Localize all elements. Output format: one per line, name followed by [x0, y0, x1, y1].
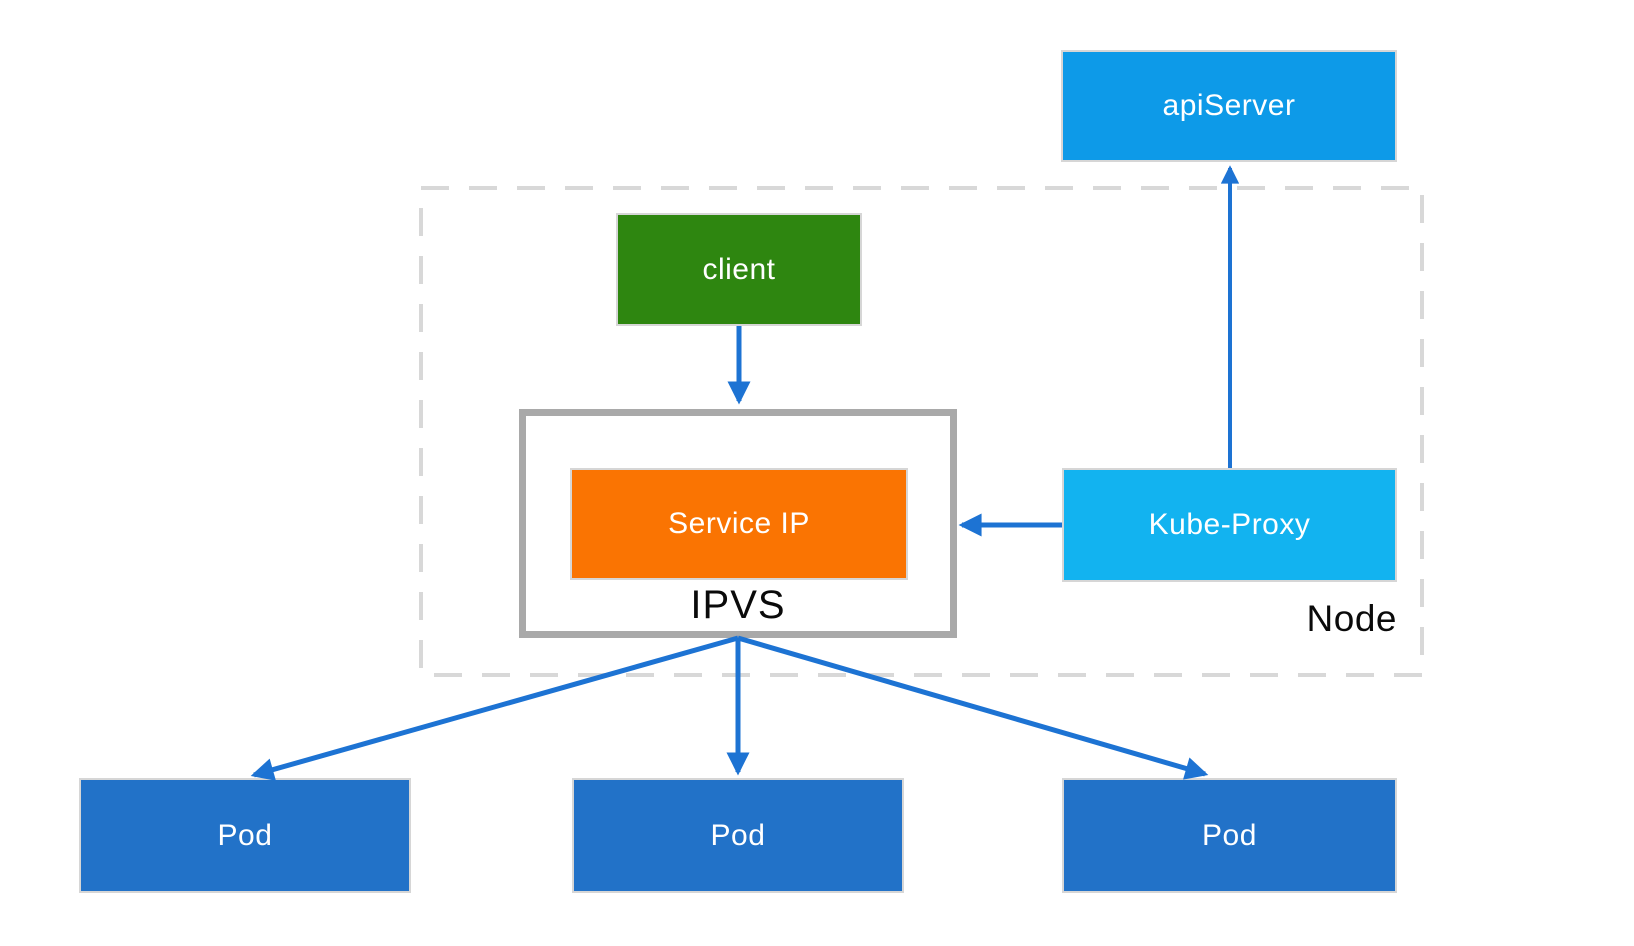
- kube-proxy-box: Kube-Proxy: [1062, 468, 1397, 582]
- edge-ipvs-to-pod1: [250, 635, 739, 781]
- kube-proxy-label: Kube-Proxy: [1148, 508, 1311, 541]
- pod-label: Pod: [217, 818, 273, 852]
- pod-label: Pod: [1202, 818, 1257, 852]
- pod-box-3: Pod: [1062, 778, 1397, 893]
- apiserver-box: apiServer: [1061, 50, 1397, 162]
- client-box: client: [616, 213, 862, 326]
- pod-box-2: Pod: [572, 778, 904, 893]
- edge-ipvs-to-pod3: [737, 635, 1209, 780]
- service-ip-label: Service IP: [668, 507, 810, 540]
- pod-box-1: Pod: [79, 778, 411, 893]
- ipvs-label: IPVS: [690, 583, 786, 627]
- apiserver-label: apiServer: [1162, 89, 1296, 122]
- service-ip-box: Service IP: [570, 468, 908, 580]
- pod-label: Pod: [710, 818, 766, 852]
- node-label: Node: [1306, 598, 1397, 639]
- client-label: client: [702, 252, 776, 286]
